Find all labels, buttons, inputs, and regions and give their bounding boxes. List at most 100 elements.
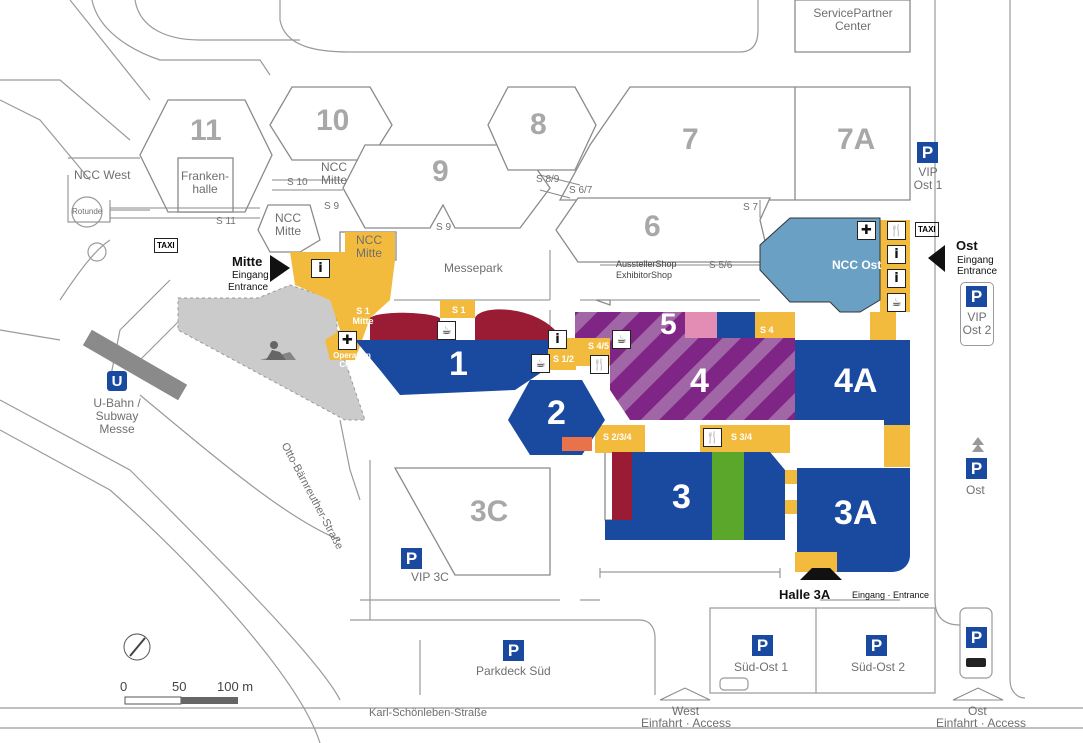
passage-s67: S 6/7 [569,185,593,196]
ubahn-icon[interactable]: U [107,371,127,391]
hall-4a-area [795,340,910,425]
info-icon[interactable]: i [887,269,906,288]
parking-vip-3c-label: VIP 3C [411,570,449,584]
parking-icon[interactable]: P [752,635,773,656]
hall-1-area [355,340,548,395]
passage-s45: S 4/5 [588,341,610,351]
hall-2-label[interactable]: 2 [547,394,566,432]
cafe-icon[interactable]: ☕ [612,330,631,349]
entrance-mitte-title[interactable]: Mitte [232,254,263,269]
halle3a-entrance-arrow [800,568,842,580]
hall-7a-label[interactable]: 7A [837,123,876,156]
cafe-icon[interactable]: ☕ [437,321,456,340]
entrance-ost-sub2: Entrance [957,266,998,277]
frankenhalle-label: Franken- halle [180,169,230,196]
first-aid-icon[interactable]: ✚ [338,331,357,350]
parkdeck-icon[interactable]: P [503,640,524,661]
info-icon[interactable]: i [311,259,330,278]
ncc-mitte-label-c: NCC Mitte [355,233,382,260]
parking-icon[interactable]: P [966,627,987,648]
scale-hundred: 100 m [217,679,254,694]
access-west-title: West [672,704,700,718]
parking-icon[interactable]: P [966,458,987,479]
scale-zero: 0 [120,679,128,694]
passage-s12: S 1/2 [553,354,575,364]
hall-3c-outline [393,467,551,576]
messepark-label: Messepark [444,261,503,275]
street-karl: Karl-Schönleben-Straße [369,707,488,719]
entrance-halle3a-sub: Eingang · Entrance [852,590,930,600]
passage-s11: S 11 [216,216,236,227]
passage-s4: S 4 [760,325,774,335]
parking-sued-ost1-label: Süd-Ost 1 [734,660,789,674]
ncc-ost-area [759,217,881,313]
passage-s7: S 7 [743,202,759,213]
hall-9-label[interactable]: 9 [432,155,449,188]
rotunde-label: Rotunde [72,207,103,216]
ubahn-platform [82,329,188,401]
cafe-icon[interactable]: ☕ [531,354,550,373]
taxi-icon[interactable]: TAXI [915,222,939,237]
hall-2-area [508,380,605,455]
service-partner-label: ServicePartner Center [813,6,893,33]
hall-11-outline [139,99,273,213]
info-icon[interactable]: i [548,330,567,349]
ncc-mitte-label-a: NCC Mitte [320,160,347,187]
operation-center-label: Operation Center [333,351,371,369]
passage-s234: S 2/3/4 [603,432,632,442]
parking-icon[interactable]: P [917,142,938,163]
parking-parkdeck-sued-label: Parkdeck Süd [476,664,551,678]
hall-3-area [605,452,785,540]
hall-3-label[interactable]: 3 [672,478,691,516]
hall-1-label[interactable]: 1 [449,345,468,383]
cafe-icon[interactable]: ☕ [887,293,906,312]
parking-icon[interactable]: P [401,548,422,569]
bus-icon [966,658,986,667]
hall-11-label[interactable]: 11 [190,114,222,147]
restaurant-icon[interactable]: 🍴 [590,355,609,374]
hall-4a-label[interactable]: 4A [834,362,878,400]
hall-5-area [575,312,685,338]
construction-icon [260,341,296,360]
hall-outlines [139,0,911,576]
restaurant-icon[interactable]: 🍴 [703,428,722,447]
ost-entrance-arrow [928,245,945,272]
hall-6-label[interactable]: 6 [644,210,661,243]
parking-icon[interactable]: P [966,286,987,307]
entrance-halle3a-title[interactable]: Halle 3A [779,587,831,602]
restaurant-icon[interactable]: 🍴 [887,221,906,240]
hall-10-label[interactable]: 10 [316,104,350,137]
mitte-entrance-arrow [270,255,290,282]
entrance-mitte-sub2: Entrance [228,282,269,293]
hall-4-label[interactable]: 4 [690,362,709,400]
ubahn-label: U-Bahn / Subway Messe [93,396,141,436]
info-icon[interactable]: i [887,245,906,264]
hall-3c-label[interactable]: 3C [470,495,509,528]
first-aid-icon[interactable]: ✚ [857,221,876,240]
s1-mitte-label: S 1 Mitte [352,306,374,326]
hall-5-label[interactable]: 5 [660,308,677,341]
entrance-ost-title[interactable]: Ost [956,238,978,253]
green-area [712,452,744,540]
shop-label: AusstellerShop ExhibitorShop [616,259,677,280]
taxi-icon[interactable]: TAXI [154,238,178,253]
hall-8-label[interactable]: 8 [530,108,547,141]
parking-ost-label: Ost [966,483,985,497]
parking-vip-ost2-box [960,282,994,346]
passage-s10: S 10 [287,177,308,188]
entrance-ost-sub1: Eingang [957,255,994,266]
west-access-arrow [659,687,711,701]
access-west-sub: Einfahrt · Access [641,716,732,730]
red-area-1 [370,312,440,340]
access-ost-title: Ost [968,704,987,718]
pink-area [685,312,717,338]
ncc-west-label: NCC West [74,168,131,182]
passage-s9b: S 9 [436,222,452,233]
ncc-ost-label: NCC Ost [832,258,882,272]
hall-7-label[interactable]: 7 [682,123,699,156]
hall-3a-label[interactable]: 3A [834,494,878,532]
passage-s9a: S 9 [324,201,340,212]
parking-vip-ost2-label: VIP Ost 2 [962,310,992,337]
parking-icon[interactable]: P [866,635,887,656]
orange-area [562,437,592,451]
